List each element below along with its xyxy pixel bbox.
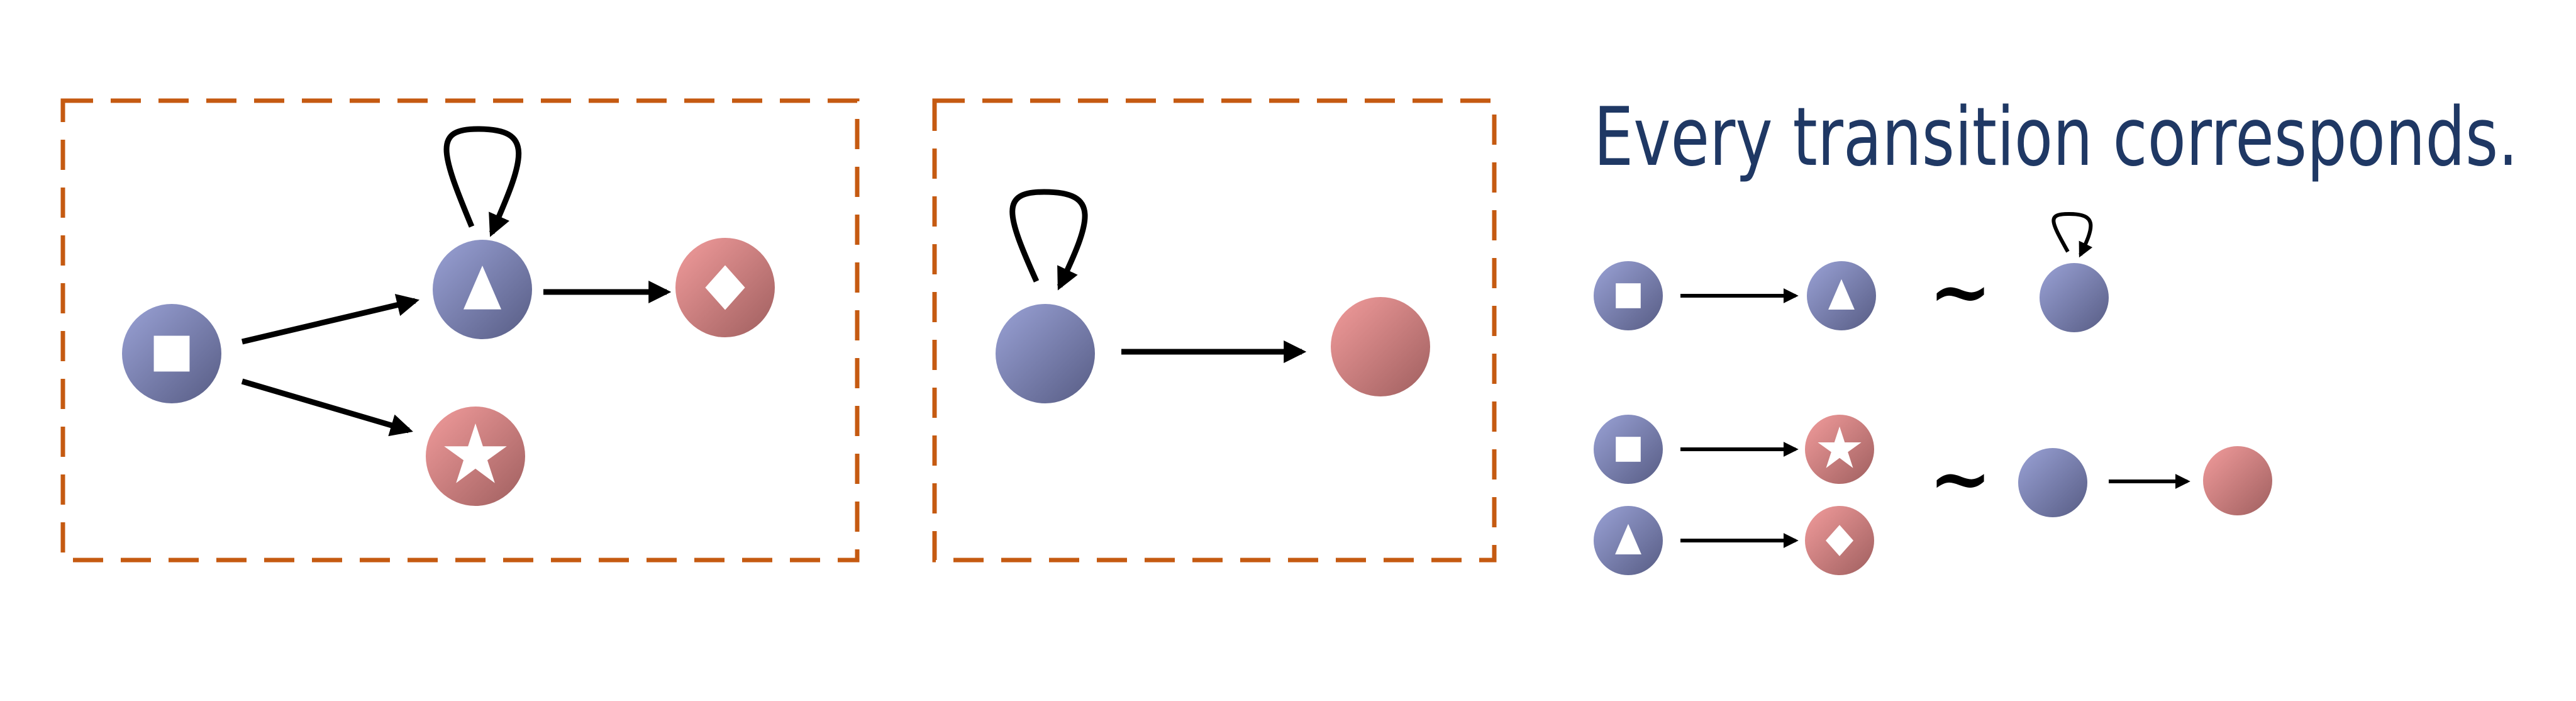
- edge-square-to-star: [241, 378, 413, 437]
- node-blue-square: [122, 304, 221, 403]
- self-loop-small: [2051, 211, 2093, 258]
- node-blue-abstract-small: [2018, 448, 2087, 517]
- node-blue-triangle: [433, 240, 532, 339]
- node-red-abstract: [1331, 297, 1430, 396]
- edge-square-to-triangle: [241, 294, 420, 345]
- node-blue-abstract-small: [2040, 263, 2109, 332]
- equivalence-symbol: ~: [1929, 247, 1992, 336]
- title-text: Every transition corresponds.: [1594, 91, 2518, 184]
- dashed-box-middle: [932, 98, 1497, 563]
- node-red-abstract-small: [2203, 446, 2272, 515]
- row-self-loop: ~: [1594, 211, 2109, 336]
- self-loop-triangle: [443, 126, 522, 237]
- node-blue-abstract: [996, 304, 1095, 403]
- self-loop-blue: [1009, 189, 1088, 291]
- square-icon: [153, 335, 190, 372]
- node-red-diamond: [675, 238, 775, 337]
- row-cross-transitions: ~: [1594, 415, 2272, 575]
- square-icon: [1616, 283, 1641, 308]
- equivalence-symbol: ~: [1929, 434, 1992, 523]
- dashed-box-left: [60, 98, 860, 563]
- square-icon: [1616, 437, 1641, 462]
- node-red-star: [426, 407, 525, 506]
